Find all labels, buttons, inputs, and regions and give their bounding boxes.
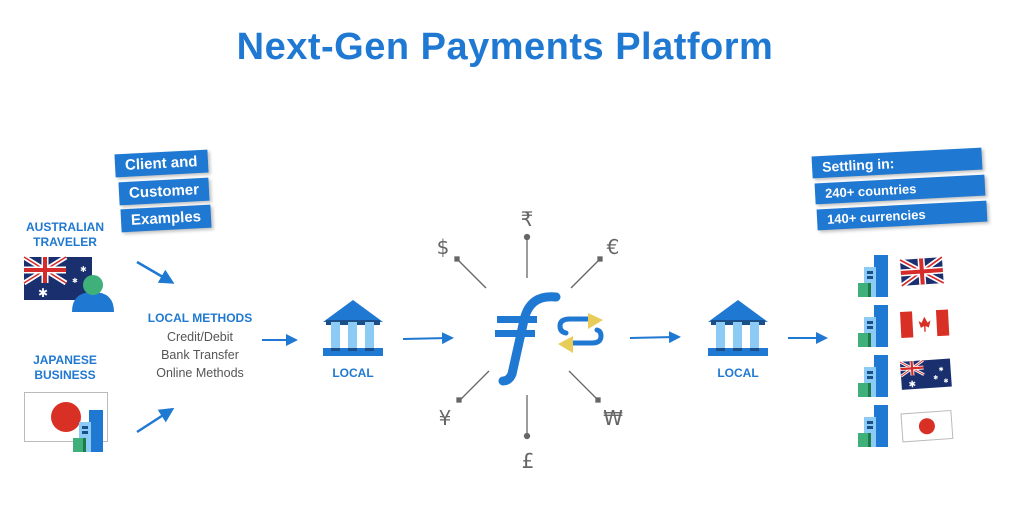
australia-flag-icon: ✱ ✱ ✱ ✱ xyxy=(898,358,952,390)
building-icon xyxy=(858,405,888,447)
platform-logo-icon xyxy=(495,292,561,386)
australian-flag-icon: ✱ ✱ ✱ xyxy=(24,257,92,300)
method-bank-transfer: Bank Transfer xyxy=(161,348,239,362)
page-title: Next-Gen Payments Platform xyxy=(236,26,774,68)
settling-banner-line-3: 140+ currencies xyxy=(816,200,988,231)
exchange-arrows-icon xyxy=(557,313,604,353)
bank-right-icon xyxy=(708,300,768,356)
settling-banner-line-1: Settling in: xyxy=(811,147,983,179)
arrow-platform-to-local xyxy=(629,331,681,344)
label-line: JAPANESE xyxy=(33,353,97,367)
arrow-traveler-to-methods xyxy=(136,260,175,284)
svg-text:✱: ✱ xyxy=(72,277,78,285)
svg-text:✱: ✱ xyxy=(933,374,939,381)
settlement-australia: ✱ ✱ ✱ ✱ xyxy=(858,355,952,397)
label-line: TRAVELER xyxy=(33,235,97,249)
currency-won: ₩ xyxy=(603,406,623,430)
japan-flag-icon xyxy=(24,392,108,442)
currency-rupee: ₹ xyxy=(521,207,534,231)
building-icon xyxy=(858,255,888,297)
svg-text:✱: ✱ xyxy=(80,265,87,274)
bank-left-icon xyxy=(323,300,383,356)
settlement-canada xyxy=(858,305,950,347)
svg-text:✱: ✱ xyxy=(943,378,949,385)
client-banner-line-2: Customer xyxy=(118,177,210,206)
business-building-icon xyxy=(73,410,103,452)
uk-flag-icon xyxy=(900,257,944,286)
client-banner-line-1: Client and xyxy=(114,149,209,178)
svg-text:✱: ✱ xyxy=(38,286,48,300)
japan-flag-icon xyxy=(900,409,954,443)
settlement-uk xyxy=(858,255,944,297)
currency-spokes xyxy=(454,233,603,440)
svg-text:✱: ✱ xyxy=(908,379,916,390)
local-left-label: LOCAL xyxy=(332,366,374,380)
currency-euro: € xyxy=(607,235,620,259)
building-icon xyxy=(858,355,888,397)
settling-banner-line-2: 240+ countries xyxy=(814,174,986,205)
label-line: BUSINESS xyxy=(34,368,96,382)
client-banner-line-3: Examples xyxy=(120,204,212,233)
japanese-business-label: JAPANESE BUSINESS xyxy=(15,353,115,383)
method-credit-debit: Credit/Debit xyxy=(167,330,233,344)
svg-text:✱: ✱ xyxy=(938,366,944,373)
label-line: AUSTRALIAN xyxy=(26,220,104,234)
currency-dollar: $ xyxy=(437,235,450,259)
local-methods-list: Credit/Debit Bank Transfer Online Method… xyxy=(140,328,260,382)
local-right-label: LOCAL xyxy=(717,366,759,380)
currency-yen: ¥ xyxy=(439,406,452,430)
building-icon xyxy=(858,305,888,347)
arrow-business-to-methods xyxy=(136,407,175,434)
arrow-local-to-platform xyxy=(402,332,454,345)
traveler-person-icon xyxy=(72,275,114,312)
australian-traveler-label: AUSTRALIAN TRAVELER xyxy=(15,220,115,250)
currency-pound: £ xyxy=(522,449,535,473)
local-methods-heading: LOCAL METHODS xyxy=(147,311,253,325)
method-online: Online Methods xyxy=(156,366,244,380)
canada-flag-icon xyxy=(900,309,950,338)
settlement-japan xyxy=(858,405,954,447)
